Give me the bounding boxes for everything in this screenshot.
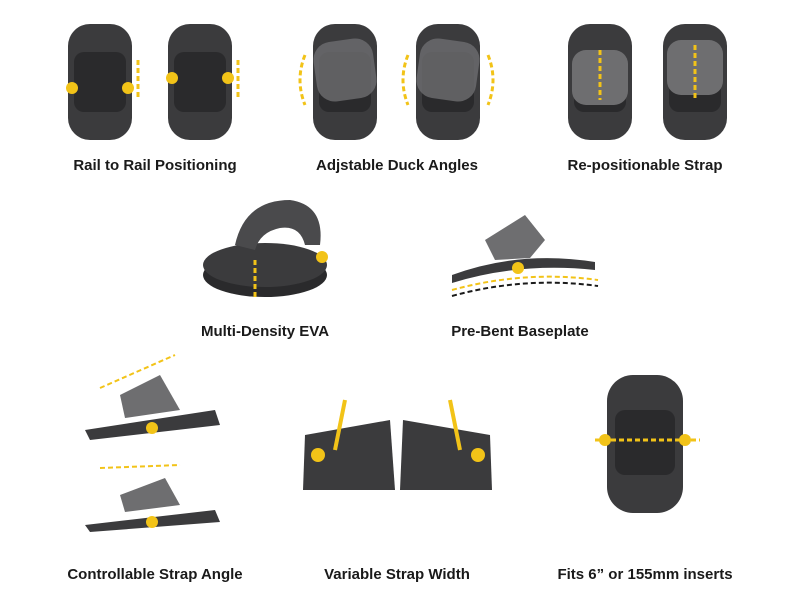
- fits-inserts-illustration: [595, 375, 700, 513]
- multi-density-eva-illustration: [203, 200, 328, 300]
- feature-label-pre-bent-baseplate: Pre-Bent Baseplate: [451, 323, 589, 340]
- feature-label-fits-inserts: Fits 6” or 155mm inserts: [557, 566, 733, 583]
- variable-strap-width-illustration: [303, 399, 492, 490]
- feature-label-rail-to-rail: Rail to Rail Positioning: [73, 157, 237, 174]
- feature-label-multi-density-eva: Multi-Density EVA: [200, 323, 330, 340]
- duck-angles-illustration: [298, 24, 495, 140]
- feature-label-controllable-strap-angle: Controllable Strap Angle: [67, 566, 243, 583]
- controllable-strap-angle-illustration: [85, 354, 220, 532]
- pre-bent-baseplate-illustration: [451, 215, 599, 297]
- feature-label-repositionable-strap: Re-positionable Strap: [567, 157, 723, 174]
- rail-to-rail-illustration: [66, 24, 240, 140]
- feature-label-variable-strap-width: Variable Strap Width: [324, 566, 470, 583]
- feature-label-duck-angles: Adjstable Duck Angles: [316, 157, 478, 174]
- repositionable-strap-illustration: [568, 24, 727, 140]
